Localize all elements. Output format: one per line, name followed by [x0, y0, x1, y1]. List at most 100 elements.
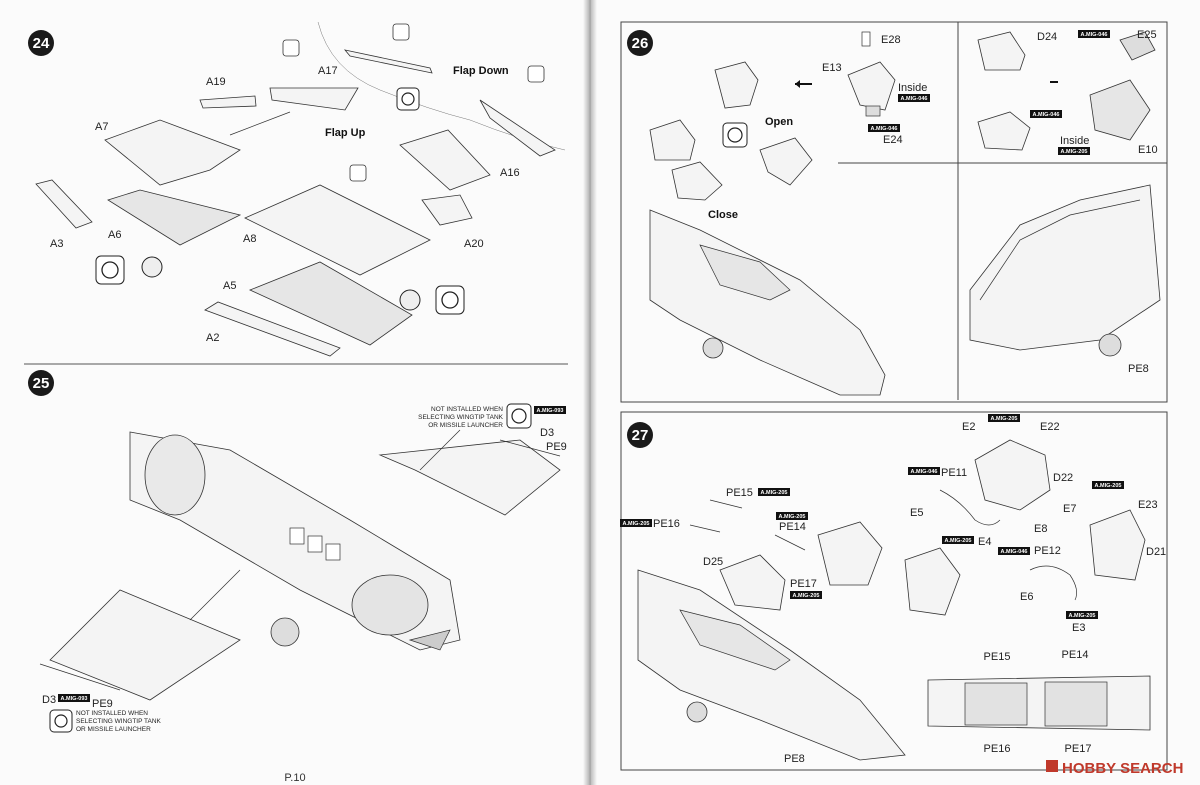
label-e8: E8: [1034, 523, 1047, 535]
label-pe12: PE12: [1034, 545, 1061, 557]
paint-code: A.MIG-205: [1061, 149, 1088, 155]
paint-code-badge: [942, 536, 974, 544]
paint-code-badge: [620, 519, 652, 527]
canopy-frame: [979, 199, 1141, 301]
label-e24: E24: [883, 134, 903, 146]
part-a16: [399, 129, 491, 191]
panel: [325, 543, 341, 561]
label-d24: D24: [1037, 31, 1057, 43]
label-e10: E10: [1138, 144, 1158, 156]
paint-code-badge: [998, 547, 1030, 555]
cockpit-top-view: [927, 675, 1151, 731]
label-a17: A17: [318, 65, 338, 77]
watermark-logo-icon: [1046, 760, 1058, 772]
rotate-icon: [435, 285, 465, 315]
cockpit-interior: [699, 244, 791, 301]
pe9-part: [39, 663, 121, 691]
label-e13: E13: [822, 62, 842, 74]
part-a5: [248, 261, 413, 346]
step-number-badge: [28, 30, 54, 56]
label-e23: E23: [1138, 499, 1158, 511]
watermark: HOBBY SEARCH: [1046, 760, 1183, 777]
leader-line: [189, 569, 241, 621]
landing-gear-wheel: [270, 617, 300, 647]
paint-code: A.MIG-046: [901, 96, 928, 102]
paint-code-badge: [1066, 611, 1098, 619]
paint-code-badge: [988, 414, 1020, 422]
rotate-icon: [506, 403, 532, 429]
canopy-e13: [847, 61, 896, 111]
rotate-icon: [95, 255, 125, 285]
paint-code: A.MIG-046: [911, 469, 938, 475]
caption-inside: Inside: [898, 82, 927, 94]
caption-close: Close: [708, 209, 738, 221]
part-a8: [244, 184, 431, 276]
paint-code: A.MIG-046: [1033, 112, 1060, 118]
rotate-arrow: [511, 408, 527, 424]
book-gutter: [583, 0, 597, 785]
part-e5: [939, 489, 1001, 526]
cement-icon: [399, 289, 421, 311]
part-d24: [977, 31, 1026, 71]
rotate-arrow: [727, 127, 743, 143]
label-e4: E4: [978, 536, 991, 548]
glue-icon: [527, 65, 545, 83]
step-frame: [620, 411, 1168, 771]
panel: [289, 527, 305, 545]
rotate-icon: [722, 122, 748, 148]
paint-code-badge: [868, 124, 900, 132]
label-a2: A2: [206, 332, 219, 344]
part-a2: [204, 301, 341, 357]
paint-code: A.MIG-046: [1001, 549, 1028, 555]
engine-intake: [144, 434, 206, 516]
leader-line: [419, 429, 461, 471]
canopy-close: [671, 161, 723, 201]
paint-code-badge: [898, 94, 930, 102]
label-a16: A16: [500, 167, 520, 179]
step-27: 27 E2 A.MIG-205 E22 A.MIG-046 PE11 D22 E…: [620, 411, 1168, 771]
part-a6: [107, 189, 242, 246]
note-line: OR MISSILE LAUNCHER: [428, 422, 503, 429]
rear-cockpit: [964, 682, 1028, 726]
detail-label-pe15: PE15: [984, 651, 1011, 663]
note-line: SELECTING WINGTIP TANK: [76, 718, 162, 725]
paint-code-badge: [1092, 481, 1124, 489]
rotate-arrow: [101, 261, 119, 279]
leader-line: [229, 111, 291, 136]
step-frame: [620, 21, 1168, 403]
step-number: 24: [33, 35, 50, 52]
pe9-part: [499, 439, 561, 457]
front-cockpit: [1044, 681, 1108, 727]
pe15-part: [709, 499, 743, 509]
note-line: NOT INSTALLED WHEN: [76, 710, 148, 717]
label-e28: E28: [881, 34, 901, 46]
paint-code: A.MIG-205: [991, 416, 1018, 422]
paint-code: A.MIG-205: [1095, 483, 1122, 489]
canopy-part: [649, 119, 696, 161]
note-line: SELECTING WINGTIP TANK: [418, 414, 504, 421]
canopy-part: [714, 61, 759, 109]
label-a8: A8: [243, 233, 256, 245]
pe14-part: [774, 534, 806, 551]
part-a17: [269, 87, 359, 111]
paint-code-badge: [790, 591, 822, 599]
caption-inside: Inside: [1060, 135, 1089, 147]
note-line: OR MISSILE LAUNCHER: [76, 726, 151, 733]
wing-right: [378, 439, 561, 516]
label-e5: E5: [910, 507, 923, 519]
canopy-part: [817, 521, 883, 586]
step-number: 27: [632, 427, 649, 444]
label-a3: A3: [50, 238, 63, 250]
nose-cone: [408, 629, 451, 651]
step-number-badge: [627, 422, 653, 448]
rotate-icon: [396, 87, 420, 111]
paint-code: A.MIG-205: [945, 538, 972, 544]
label-d3: D3: [42, 694, 56, 706]
label-pe11: PE11: [941, 467, 967, 479]
nose-wheel: [702, 337, 724, 359]
part-a7: [104, 119, 241, 186]
step-number-badge: [28, 370, 54, 396]
paint-code: A.MIG-205: [761, 490, 788, 496]
label-a7: A7: [95, 121, 108, 133]
paint-code-badge: [534, 406, 566, 414]
